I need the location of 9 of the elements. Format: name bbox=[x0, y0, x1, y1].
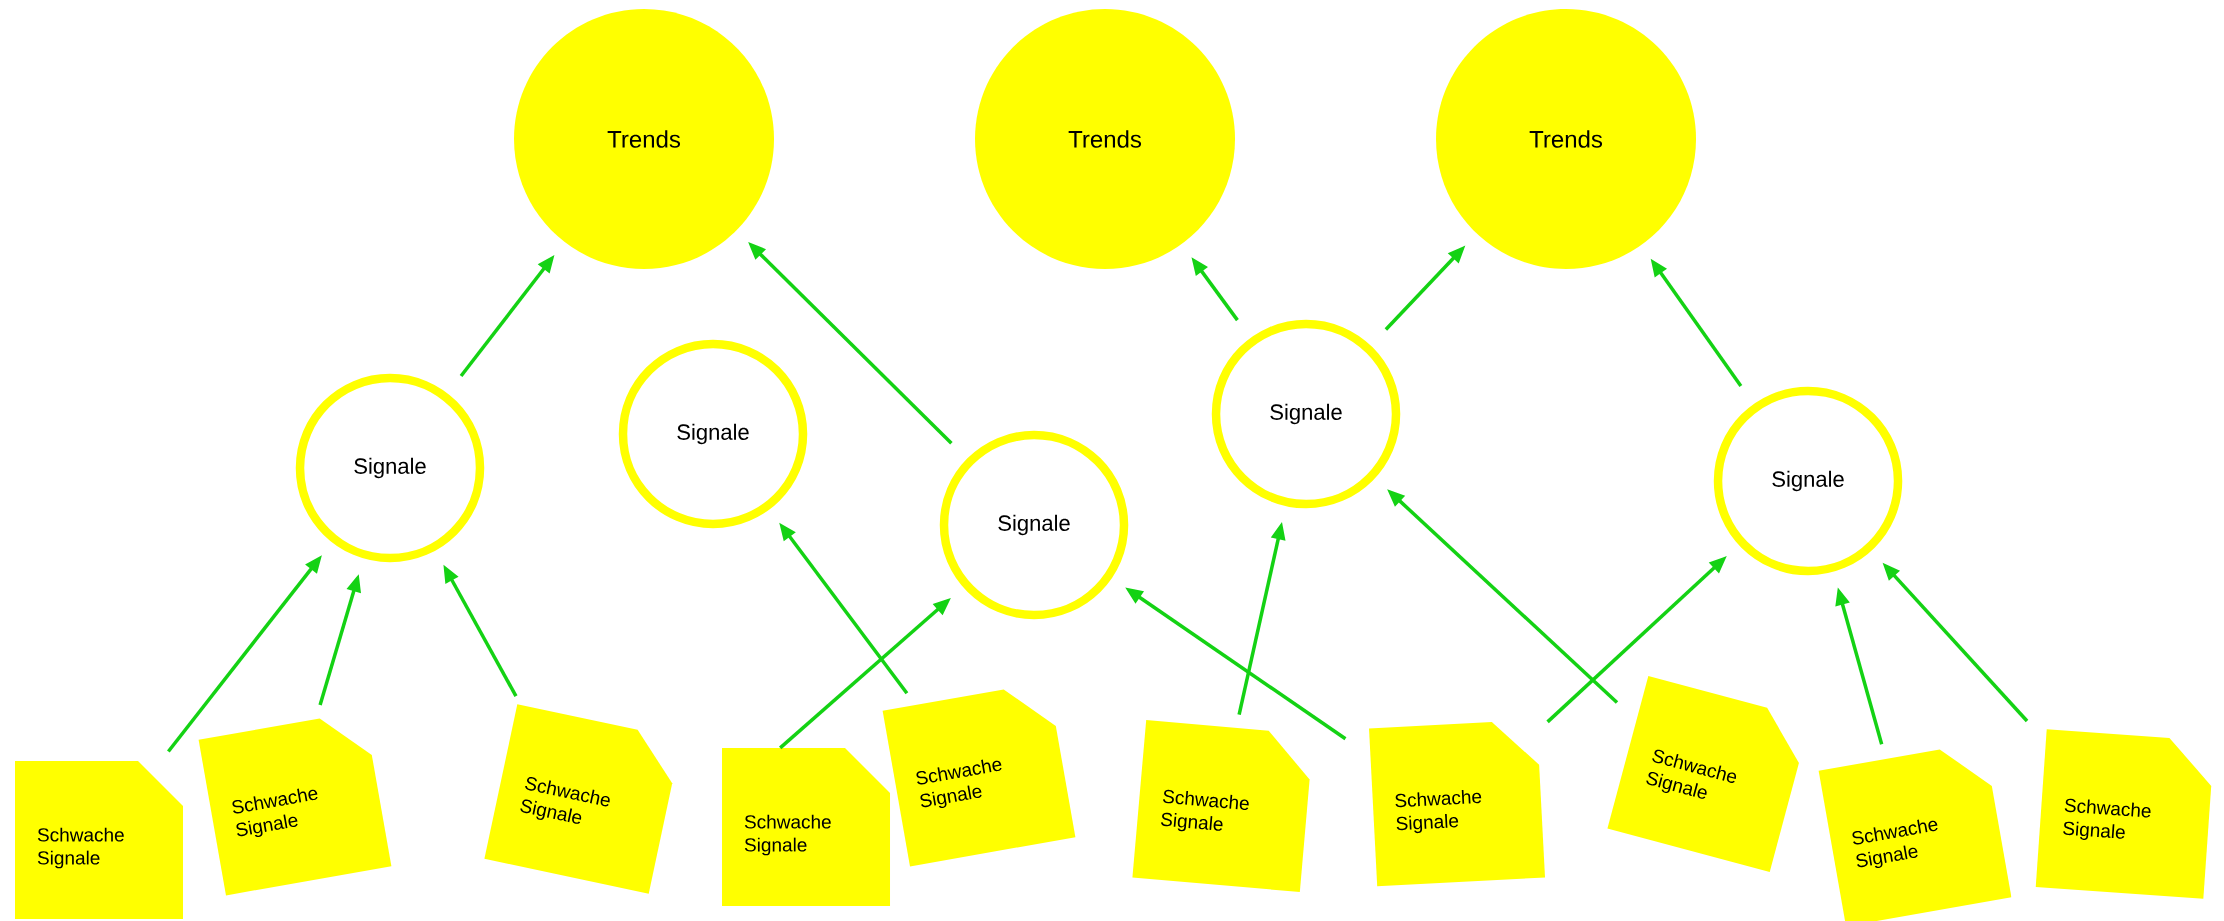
note-card: Schwache Signale bbox=[1132, 720, 1310, 892]
note-card: Schwache Signale bbox=[722, 748, 890, 906]
note-card: Schwache Signale bbox=[1818, 749, 2012, 921]
note-card: Schwache Signale bbox=[15, 761, 183, 919]
note-card: Schwache Signale bbox=[882, 689, 1076, 867]
note-card: Schwache Signale bbox=[198, 718, 392, 896]
note-card: Schwache Signale bbox=[2035, 729, 2212, 899]
note-card: Schwache Signale bbox=[1369, 722, 1545, 887]
note-card: Schwache Signale bbox=[484, 704, 673, 894]
